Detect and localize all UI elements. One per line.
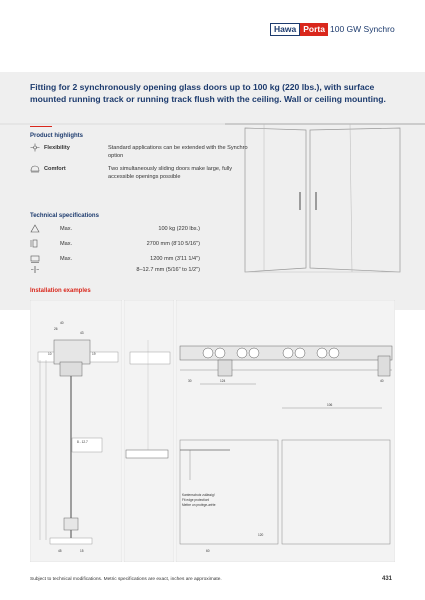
- installation-title: Installation examples: [30, 288, 91, 294]
- installation-drawing: 40 26 43 10 19 8 - 12.7 45 15 124 106 30…: [30, 300, 395, 562]
- note-line-2: Fit edge protection!: [182, 498, 209, 502]
- flexibility-icon: [30, 143, 40, 152]
- svg-text:30: 30: [188, 379, 192, 383]
- svg-text:45: 45: [58, 549, 62, 553]
- page-header: Hawa Porta 100 GW Synchro: [0, 0, 425, 72]
- comfort-icon: [30, 165, 40, 173]
- svg-text:40: 40: [380, 379, 384, 383]
- svg-text:40: 40: [60, 321, 64, 325]
- svg-text:15: 15: [80, 549, 84, 553]
- brand-logo-porta: Porta: [300, 23, 328, 36]
- spec-label-weight: Max.: [60, 226, 73, 232]
- height-icon: [30, 239, 38, 248]
- glass-doors-illustration: [0, 123, 425, 273]
- spec-value-width: 1200 mm (3'11 1/4"): [150, 256, 200, 262]
- spec-label-width: Max.: [60, 256, 73, 262]
- svg-text:124: 124: [220, 379, 226, 383]
- weight-icon: [30, 224, 40, 233]
- specs-title: Technical specifications: [30, 213, 99, 219]
- spec-label-height: Max.: [60, 241, 73, 247]
- svg-text:43: 43: [80, 331, 84, 335]
- glass-thickness-dim: 8 - 12.7: [77, 440, 88, 444]
- product-title: 100 GW Synchro: [330, 24, 395, 34]
- spec-value-weight: 100 kg (220 lbs.): [158, 226, 200, 232]
- svg-text:60: 60: [206, 549, 210, 553]
- highlight-text-comfort: Two simultaneously sliding doors make la…: [108, 166, 233, 180]
- svg-text:106: 106: [327, 403, 333, 407]
- svg-text:120: 120: [258, 533, 264, 537]
- svg-text:19: 19: [92, 352, 96, 356]
- svg-text:26: 26: [54, 327, 58, 331]
- note-line-1: Kantenschutz zulässig!: [182, 493, 215, 497]
- brand-logo-hawa: Hawa: [270, 23, 301, 36]
- width-icon: [30, 255, 40, 263]
- note-line-3: Mettre un protège-arête: [182, 503, 216, 507]
- spec-value-height: 2700 mm (8'10 5/16"): [146, 241, 200, 247]
- page-number: 431: [382, 576, 393, 582]
- highlight-text-flexibility: Standard applications can be extended wi…: [108, 145, 248, 159]
- brand-logo: Hawa Porta: [270, 23, 328, 36]
- svg-text:10: 10: [48, 352, 52, 356]
- section-divider: [30, 126, 52, 127]
- hero-band: [0, 72, 425, 310]
- footer-note: Subject to technical modifications. Metr…: [30, 577, 222, 582]
- highlight-label-flexibility: Flexibility: [44, 145, 70, 151]
- spec-value-glass-thickness: 8–12.7 mm (5/16" to 1/2"): [136, 267, 200, 273]
- highlights-title: Product highlights: [30, 133, 83, 139]
- glass-thickness-icon: [31, 266, 39, 273]
- highlight-label-comfort: Comfort: [44, 166, 66, 172]
- headline: Fitting for 2 synchronously opening glas…: [30, 82, 386, 104]
